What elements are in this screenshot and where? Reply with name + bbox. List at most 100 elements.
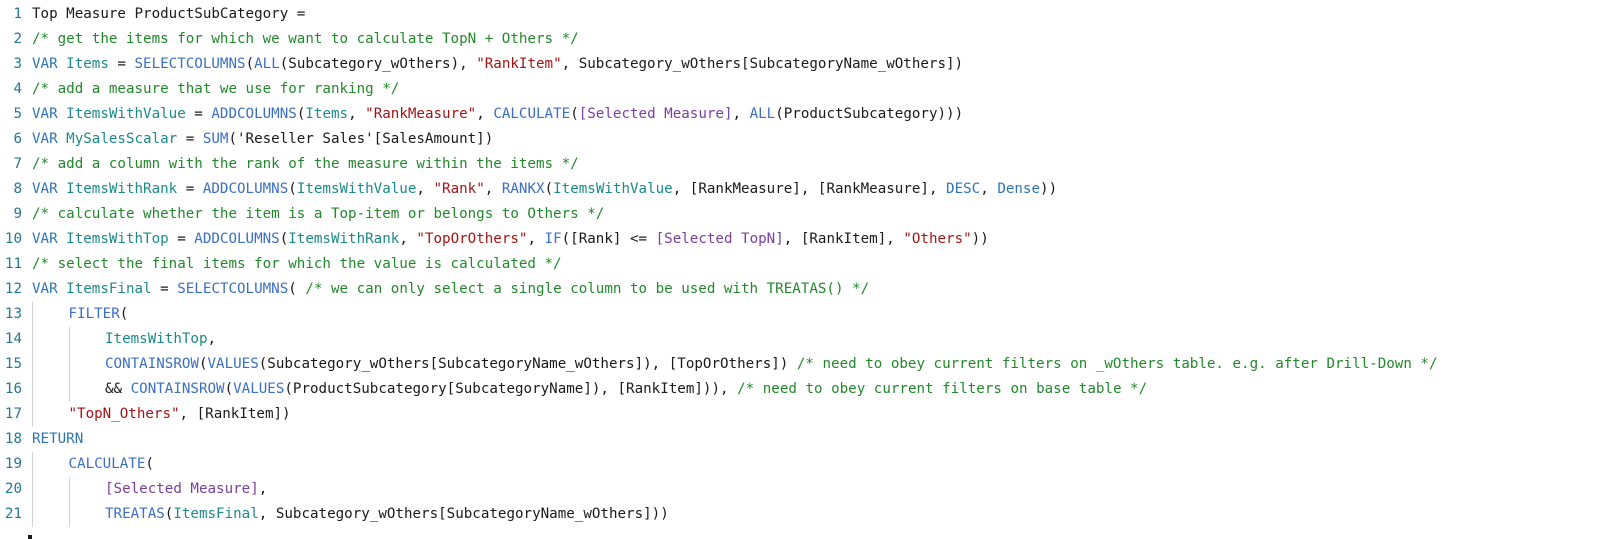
code-line[interactable]: 13 FILTER( — [0, 302, 1600, 327]
code-text: ( — [164, 506, 174, 522]
code-variable: ItemsWithTop — [105, 331, 208, 347]
code-function: SUM — [202, 131, 229, 147]
code-function: CONTAINSROW — [130, 381, 225, 397]
code-content: Top Measure ProductSubCategory = — [32, 2, 305, 27]
code-text: , — [732, 106, 750, 122]
code-content: VAR ItemsWithValue = ADDCOLUMNS(Items, "… — [32, 102, 963, 127]
code-content: VAR ItemsFinal = SELECTCOLUMNS( /* we ca… — [32, 277, 869, 302]
code-line[interactable]: 17"TopN_Others", [RankItem]) — [0, 402, 1600, 427]
indent-guide — [68, 377, 70, 402]
indent-guide — [32, 302, 33, 327]
code-line[interactable]: 16&& CONTAINSROW(VALUES(ProductSubcatego… — [0, 377, 1600, 402]
code-line[interactable]: 7/* add a column with the rank of the me… — [0, 152, 1600, 177]
code-keyword: VAR — [32, 56, 67, 72]
code-content: /* select the final items for which the … — [32, 252, 562, 277]
code-text: , [RankMeasure], [RankMeasure], — [672, 181, 947, 197]
code-text: , — [527, 231, 545, 247]
code-function: ALL — [749, 106, 776, 122]
code-text: ( — [198, 356, 208, 372]
code-text: , Subcategory_wOthers[SubcategoryName_wO… — [561, 56, 964, 72]
code-content: /* get the items for which we want to ca… — [32, 27, 579, 52]
indent-guide — [32, 327, 33, 352]
code-content: /* add a column with the rank of the mea… — [32, 152, 579, 177]
code-function: ADDCOLUMNS — [202, 181, 289, 197]
code-function: CALCULATE — [68, 456, 146, 472]
code-variable: Items — [66, 56, 109, 72]
code-function: VALUES — [233, 381, 285, 397]
code-comment: /* calculate whether the item is a Top-i… — [32, 206, 605, 222]
code-text: ( — [279, 231, 289, 247]
code-content: [Selected Measure], — [105, 477, 267, 502]
code-keyword: VAR — [32, 106, 67, 122]
code-text: ( — [224, 381, 234, 397]
line-number: 6 — [13, 131, 22, 147]
code-variable: ItemsFinal — [66, 281, 152, 297]
code-text: ( — [119, 306, 129, 322]
line-number: 13 — [4, 306, 22, 322]
indent-guide — [32, 452, 33, 477]
line-number: 12 — [4, 281, 22, 297]
code-keyword: DESC — [946, 181, 981, 197]
code-function: RANKX — [501, 181, 545, 197]
code-string: "RankItem" — [476, 56, 562, 72]
code-content: /* add a measure that we use for ranking… — [32, 77, 399, 102]
code-function: VALUES — [207, 356, 259, 372]
code-comment: /* select the final items for which the … — [32, 256, 562, 272]
code-function: FILTER — [68, 306, 120, 322]
code-line[interactable]: 12 VAR ItemsFinal = SELECTCOLUMNS( /* we … — [0, 277, 1600, 302]
code-comment: /* we can only select a single column to… — [305, 281, 870, 297]
indent-guide — [32, 477, 33, 502]
indent-guide — [32, 352, 33, 377]
code-function: ALL — [254, 56, 280, 72]
code-line[interactable]: 20[Selected Measure], — [0, 477, 1600, 502]
code-variable: ItemsWithRank — [66, 181, 178, 197]
code-line[interactable]: 2/* get the items for which we want to c… — [0, 27, 1600, 52]
code-text: = — [177, 181, 203, 197]
code-content: ItemsWithTop, — [105, 327, 216, 352]
code-function: SELECTCOLUMNS — [134, 56, 246, 72]
code-text: , — [476, 106, 494, 122]
indent-guide — [68, 352, 70, 377]
code-line[interactable]: 9/* calculate whether the item is a Top-… — [0, 202, 1600, 227]
code-comment: /* add a measure that we use for ranking… — [32, 81, 400, 97]
code-text: )) — [971, 231, 989, 247]
code-text: (ProductSubcategory[SubcategoryName]), [… — [284, 381, 738, 397]
code-string: "Rank" — [433, 181, 485, 197]
code-string: "Others" — [903, 231, 972, 247]
code-comment: /* add a column with the rank of the mea… — [32, 156, 579, 172]
indent-guide — [68, 477, 70, 502]
code-text: (Subcategory_wOthers), — [279, 56, 477, 72]
code-text: ( — [288, 281, 306, 297]
code-text: = — [177, 131, 203, 147]
code-text: ( — [245, 56, 255, 72]
line-number: 8 — [13, 181, 22, 197]
code-function: IF — [544, 231, 562, 247]
code-line[interactable]: 5 VAR ItemsWithValue = ADDCOLUMNS(Items, … — [0, 102, 1600, 127]
code-text: ( — [544, 181, 554, 197]
code-content: FILTER( — [69, 302, 129, 327]
code-line[interactable]: 11 /* select the final items for which th… — [0, 252, 1600, 277]
code-measure-ref: [Selected Measure] — [578, 106, 733, 122]
code-content: VAR ItemsWithRank = ADDCOLUMNS(ItemsWith… — [32, 177, 1057, 202]
code-text: , — [399, 231, 417, 247]
line-number: 18 — [4, 431, 22, 447]
code-line[interactable]: 4/* add a measure that we use for rankin… — [0, 77, 1600, 102]
code-content: CALCULATE( — [69, 452, 154, 477]
code-measure-ref: [Selected TopN] — [655, 231, 784, 247]
line-number: 11 — [4, 256, 22, 272]
code-function: SELECTCOLUMNS — [177, 281, 289, 297]
code-text: , Subcategory_wOthers[SubcategoryName_wO… — [258, 506, 669, 522]
code-text: ( — [570, 106, 579, 122]
line-number: 5 — [13, 106, 22, 122]
